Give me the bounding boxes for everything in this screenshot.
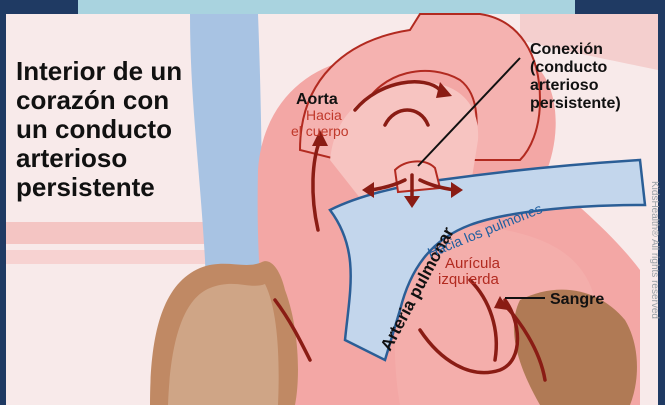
aorta-label: Aorta: [296, 91, 338, 108]
title-line-1: Interior de un: [16, 56, 182, 86]
bg-vessel-left-1: [6, 222, 206, 244]
credit-text: KidsHealth® All rights reserved: [649, 181, 660, 319]
conexion-line-3: arterioso: [530, 77, 599, 94]
title-line-3: un conducto: [16, 114, 172, 144]
auricula-line-1: Aurícula: [445, 255, 501, 272]
sangre-label: Sangre: [550, 291, 604, 308]
top-band: [78, 0, 575, 14]
auricula-line-2: izquierda: [438, 271, 500, 288]
title-line-5: persistente: [16, 172, 155, 202]
title-line-2: corazón con: [16, 85, 169, 115]
aorta-sub-2: el cuerpo: [291, 123, 349, 139]
conexion-line-1: Conexión: [530, 41, 603, 58]
ductus-arteriosus: [395, 161, 440, 192]
title-line-4: arterioso: [16, 143, 127, 173]
bg-vessel-left-2: [6, 250, 206, 264]
conexion-line-2: (conducto: [530, 59, 608, 76]
aorta-sub-1: Hacia: [306, 107, 342, 123]
conexion-line-4: persistente): [530, 95, 621, 112]
